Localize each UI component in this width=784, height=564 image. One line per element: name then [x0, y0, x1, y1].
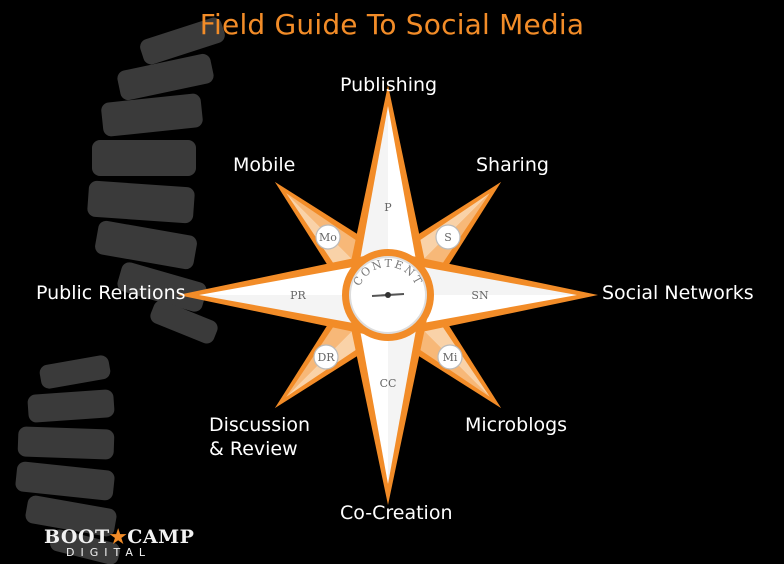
- label-discussion-review: Discussion & Review: [209, 413, 310, 461]
- label-mobile: Mobile: [233, 154, 296, 176]
- boot-tread-lower-1: [27, 389, 115, 423]
- compass-point-publishing: [344, 85, 432, 295]
- label-discussion-line1: Discussion: [209, 414, 311, 436]
- badge-discussion-review: DR: [313, 344, 339, 370]
- boot-tread-lower-4: [25, 495, 117, 537]
- bootcamp-logo: BOOT★CAMP: [44, 526, 195, 548]
- badge-social-networks: SN: [471, 289, 489, 302]
- compass-pivot: [385, 292, 391, 298]
- boot-tread-5: [95, 220, 197, 270]
- boot-tread-4: [87, 180, 195, 224]
- label-sharing: Sharing: [476, 154, 549, 176]
- logo-star-icon: ★: [109, 526, 128, 548]
- compass-point-public-relations: [178, 251, 388, 339]
- boot-tread-lower-3: [15, 461, 115, 501]
- label-discussion-line2: & Review: [209, 438, 298, 460]
- label-microblogs: Microblogs: [465, 414, 568, 436]
- boot-tread-2: [101, 93, 203, 137]
- boot-print-decoration: [15, 17, 225, 564]
- compass-point-social-networks: [388, 251, 598, 339]
- boot-tread-lower-2: [17, 426, 115, 460]
- badge-text-publishing: P: [384, 201, 392, 214]
- badge-co-creation: CC: [380, 377, 397, 390]
- badge-public-relations: PR: [290, 289, 306, 302]
- boot-tread-3: [92, 140, 196, 176]
- label-public-relations: Public Relations: [36, 282, 186, 304]
- compass-point-co-creation: [344, 295, 432, 505]
- badge-microblogs: Mi: [437, 344, 463, 370]
- boot-tread-lower-5: [50, 529, 120, 564]
- logo-digital: DIGITAL: [66, 546, 152, 559]
- badge-sharing: S: [435, 224, 461, 250]
- badge-text-co-creation: CC: [380, 377, 397, 390]
- boot-tread-6: [117, 262, 207, 312]
- label-publishing: Publishing: [340, 74, 438, 96]
- boot-tread-1: [117, 53, 214, 101]
- badge-text-microblogs: Mi: [443, 351, 458, 364]
- logo-word-camp: CAMP: [127, 526, 195, 548]
- badge-publishing: P: [384, 201, 392, 214]
- label-social-networks: Social Networks: [602, 282, 754, 304]
- boot-tread-lower-0: [39, 355, 111, 389]
- badge-text-mobile: Mo: [319, 231, 337, 244]
- badge-text-discussion-review: DR: [317, 351, 335, 364]
- page-title: Field Guide To Social Media: [199, 8, 585, 41]
- badge-text-sharing: S: [444, 231, 452, 244]
- badge-text-public-relations: PR: [290, 289, 306, 302]
- boot-tread-0: [140, 17, 225, 65]
- logo-word-boot: BOOT: [44, 526, 110, 548]
- badge-text-social-networks: SN: [471, 289, 489, 302]
- badge-mobile: Mo: [315, 224, 341, 250]
- boot-tread-7: [150, 300, 218, 344]
- label-co-creation: Co-Creation: [340, 502, 453, 524]
